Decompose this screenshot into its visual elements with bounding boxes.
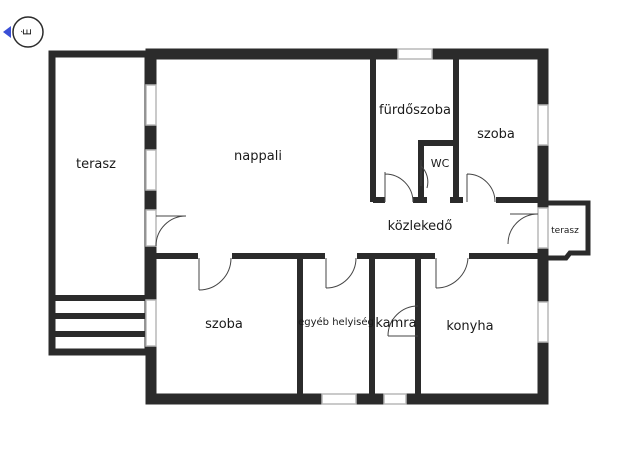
room-label-terasz-right: terasz: [551, 226, 579, 236]
door-room-bottom: [198, 257, 232, 291]
doors: [155, 160, 539, 337]
door-terrace-nappali: [155, 215, 187, 247]
door-bathroom: [384, 172, 414, 203]
door-wc: [420, 160, 429, 189]
room-label-egyeb: egyéb helyiség: [298, 316, 374, 328]
room-label-wc: WC: [431, 157, 450, 170]
room-label-kozlekedo: közlekedő: [388, 219, 453, 234]
compass-circle: [12, 16, 44, 48]
room-label-furdoszoba: fürdőszoba: [379, 103, 451, 118]
door-room-top: [466, 173, 496, 203]
terrace-left: [48, 50, 152, 356]
compass-symbol: É: [21, 28, 34, 35]
room-label-nappali: nappali: [234, 149, 282, 164]
room-label-kamra: kamra: [375, 316, 416, 331]
room-label-konyha: konyha: [446, 319, 493, 334]
windows: [145, 48, 549, 405]
room-labels: terasz nappali fürdőszoba szoba WC közle…: [76, 103, 579, 334]
room-label-terasz-left: terasz: [76, 157, 116, 172]
door-kitchen: [435, 257, 469, 289]
room-label-szoba-top: szoba: [477, 127, 515, 142]
outer-wall: [145, 48, 549, 405]
door-terrace-right: [507, 213, 539, 245]
interior-walls: [155, 57, 540, 396]
room-label-szoba-bottom: szoba: [205, 317, 243, 332]
door-egyeb: [325, 257, 357, 289]
north-arrow-icon: [3, 26, 11, 38]
door-kamra: [387, 305, 419, 337]
terrace-right-wall: [542, 200, 591, 261]
compass: É: [3, 16, 44, 48]
